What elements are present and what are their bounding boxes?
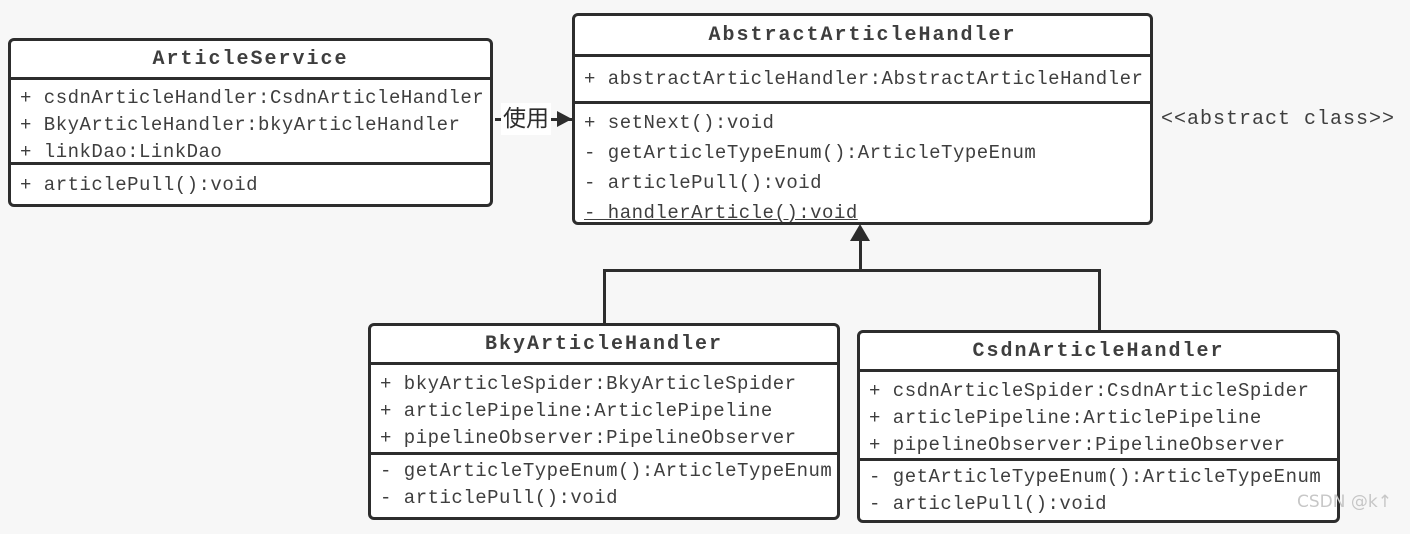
method-row: + setNext():void (584, 112, 775, 134)
class-title: AbstractArticleHandler (708, 23, 1017, 47)
class-box-csdn-article-handler: CsdnArticleHandler + csdnArticleSpider:C… (857, 330, 1340, 523)
inheritance-bracket-right-line (1098, 269, 1101, 330)
method-row: - articlePull():void (584, 172, 823, 194)
class-title: BkyArticleHandler (484, 332, 724, 356)
attributes-section: + bkyArticleSpider:BkyArticleSpider + ar… (371, 362, 837, 452)
attribute-row: + articlePipeline:ArticlePipeline (869, 407, 1262, 429)
attribute-row: + bkyArticleSpider:BkyArticleSpider (380, 373, 797, 395)
csdn-watermark: CSDN @k↑ (1297, 492, 1392, 512)
attribute-row: + pipelineObserver:PipelineObserver (380, 427, 797, 449)
attribute-row: + abstractArticleHandler:AbstractArticle… (584, 68, 1144, 90)
class-title: CsdnArticleHandler (972, 339, 1225, 363)
methods-section: + setNext():void - getArticleTypeEnum():… (575, 101, 1150, 222)
method-row: - articlePull():void (869, 493, 1108, 515)
attribute-row: + pipelineObserver:PipelineObserver (869, 434, 1286, 456)
inheritance-bracket-horizontal-line (604, 269, 1101, 272)
inheritance-bracket-left-line (603, 269, 606, 323)
use-arrowhead-icon (557, 111, 572, 127)
inheritance-arrowhead-icon (850, 224, 870, 241)
use-connector-label: 使用 (501, 103, 551, 135)
attribute-row: + articlePipeline:ArticlePipeline (380, 400, 773, 422)
method-row: - getArticleTypeEnum():ArticleTypeEnum (869, 466, 1322, 488)
method-row: - getArticleTypeEnum():ArticleTypeEnum (380, 460, 833, 482)
inheritance-arrow-stem (859, 239, 862, 271)
class-box-abstract-article-handler: AbstractArticleHandler + abstractArticle… (572, 13, 1153, 225)
attribute-row: + csdnArticleHandler:CsdnArticleHandler (20, 87, 485, 109)
class-box-article-service: ArticleService + csdnArticleHandler:Csdn… (8, 38, 493, 207)
methods-section: - getArticleTypeEnum():ArticleTypeEnum -… (860, 458, 1337, 520)
class-box-bky-article-handler: BkyArticleHandler + bkyArticleSpider:Bky… (368, 323, 840, 520)
attribute-row: + BkyArticleHandler:bkyArticleHandler (20, 114, 461, 136)
method-row: + articlePull():void (20, 174, 259, 196)
attribute-row: + csdnArticleSpider:CsdnArticleSpider (869, 380, 1310, 402)
method-row: - getArticleTypeEnum():ArticleTypeEnum (584, 142, 1037, 164)
class-title: ArticleService (152, 47, 349, 71)
abstract-class-stereotype-label: <<abstract class>> (1161, 108, 1396, 131)
method-row-underlined: - handlerArticle():void (584, 202, 858, 222)
methods-section: + articlePull():void (11, 162, 490, 204)
attributes-section: + csdnArticleSpider:CsdnArticleSpider + … (860, 369, 1337, 458)
attributes-section: + csdnArticleHandler:CsdnArticleHandler … (11, 77, 490, 162)
attributes-section: + abstractArticleHandler:AbstractArticle… (575, 54, 1150, 101)
attribute-row: + linkDao:LinkDao (20, 141, 223, 162)
methods-section: - getArticleTypeEnum():ArticleTypeEnum -… (371, 452, 837, 517)
method-row: - articlePull():void (380, 487, 619, 509)
